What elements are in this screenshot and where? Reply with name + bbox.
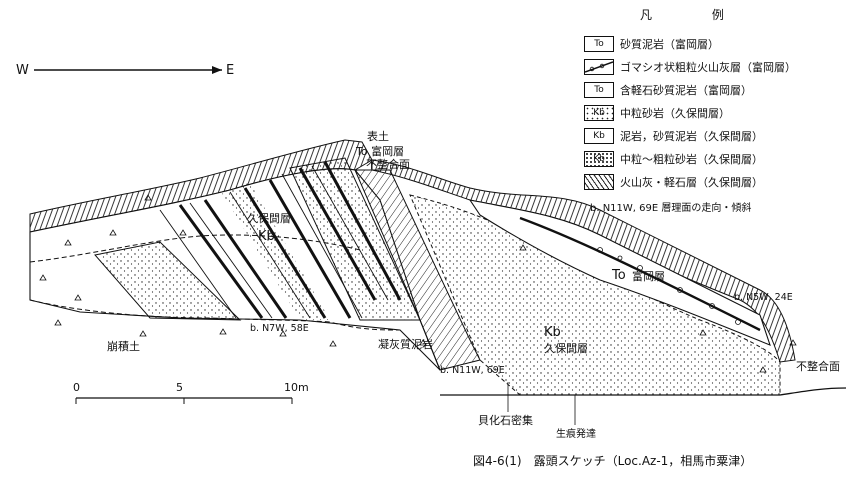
label-kb-upper-name: 久保間層 xyxy=(247,211,291,225)
legend-item: Kb 中粒砂岩（久保間層） xyxy=(584,103,730,123)
legend-swatch: Kb xyxy=(584,128,614,144)
legend-item: 火山灰・軽石層（久保間層） xyxy=(584,172,763,192)
sandstone-band-1 xyxy=(94,241,242,321)
label-strike-2: b. N11W, 69E xyxy=(440,365,505,376)
legend-item: Kb 中粒〜粗粒砂岩（久保間層） xyxy=(584,149,763,169)
pebble-bed xyxy=(519,216,761,332)
label-colluvium: 崩積土 xyxy=(107,339,140,353)
scale-end: 10m xyxy=(284,381,309,394)
legend-swatch-pebbles xyxy=(584,59,614,75)
kubomano-sandstone-right xyxy=(409,194,781,396)
legend-label: ゴマシオ状粗粒火山灰層（富岡層） xyxy=(620,61,796,74)
sketch-labels: 表土 To 富岡層 不整合面 久保間層 Kb To 富岡層 Kb 久保間層 崩積… xyxy=(107,129,840,440)
label-kb-lower-name: 久保間層 xyxy=(544,341,588,355)
legend-swatch: To xyxy=(584,82,614,98)
legend-strike-note: b. N11W, 69E 層理面の走向・傾斜 xyxy=(590,202,752,214)
legend-label: 砂質泥岩（富岡層） xyxy=(620,38,719,51)
legend-title: 凡 例 xyxy=(640,8,752,22)
compass: W E xyxy=(16,63,234,78)
gully-boundary xyxy=(29,234,361,263)
thin-beds xyxy=(159,165,389,319)
legend-label: 火山灰・軽石層（久保間層） xyxy=(620,176,763,189)
tomioka-wedge xyxy=(468,199,771,346)
legend-swatch: Kb xyxy=(584,151,614,167)
label-topsoil: 表土 xyxy=(367,129,389,143)
legend-item: To 砂質泥岩（富岡層） xyxy=(584,34,719,54)
legend-label: 含軽石砂質泥岩（富岡層） xyxy=(620,84,752,97)
legend-swatch: Kb xyxy=(584,105,614,121)
ground-line xyxy=(440,387,847,396)
legend-label: 中粒〜粗粒砂岩（久保間層） xyxy=(620,153,763,166)
label-unconformity-right: 不整合面 xyxy=(796,359,840,373)
legend-swatch: To xyxy=(584,36,614,52)
label-trace-fossil: 生痕発達 xyxy=(556,427,596,440)
scale-mid: 5 xyxy=(176,381,183,394)
legend-label: 泥岩，砂質泥岩（久保間層） xyxy=(620,130,763,143)
compass-east: E xyxy=(226,63,234,78)
label-tomioka-top: To 富岡層 xyxy=(355,144,404,158)
legend-item: To 含軽石砂質泥岩（富岡層） xyxy=(584,80,752,100)
ash-beds xyxy=(178,161,402,319)
legend-item: Kb 泥岩，砂質泥岩（久保間層） xyxy=(584,126,763,146)
sandstone-band-3 xyxy=(220,183,330,320)
label-unconformity-top: 不整合面 xyxy=(366,157,410,171)
legend-label: 中粒砂岩（久保間層） xyxy=(620,107,730,120)
label-strike-1: b. N7W, 58E xyxy=(250,323,309,334)
scale-bar: 0 5 10m xyxy=(73,381,309,404)
label-kb-upper-code: Kb xyxy=(258,229,275,244)
rock-fragments xyxy=(39,194,797,373)
outcrop-body xyxy=(29,139,847,396)
label-kb-lower-code: Kb xyxy=(544,325,561,340)
legend-swatch-hatch xyxy=(584,174,614,190)
legend-item: ゴマシオ状粗粒火山灰層（富岡層） xyxy=(584,57,796,77)
label-strike-3: b. N5W, 24E xyxy=(734,292,793,303)
label-to-right-code: To xyxy=(611,268,626,283)
label-tuffaceous-mudstone: 凝灰質泥岩 xyxy=(378,337,433,351)
label-shell-bed: 貝化石密集 xyxy=(478,413,533,427)
figure-caption: 図4-6(1) 露頭スケッチ（Loc.Az-1，相馬市粟津） xyxy=(473,454,753,468)
pebble-marks xyxy=(597,247,741,325)
colluvium-boundary xyxy=(29,299,401,331)
scale-start: 0 xyxy=(73,381,80,394)
label-to-right-name: 富岡層 xyxy=(632,269,665,283)
compass-west: W xyxy=(16,63,29,78)
